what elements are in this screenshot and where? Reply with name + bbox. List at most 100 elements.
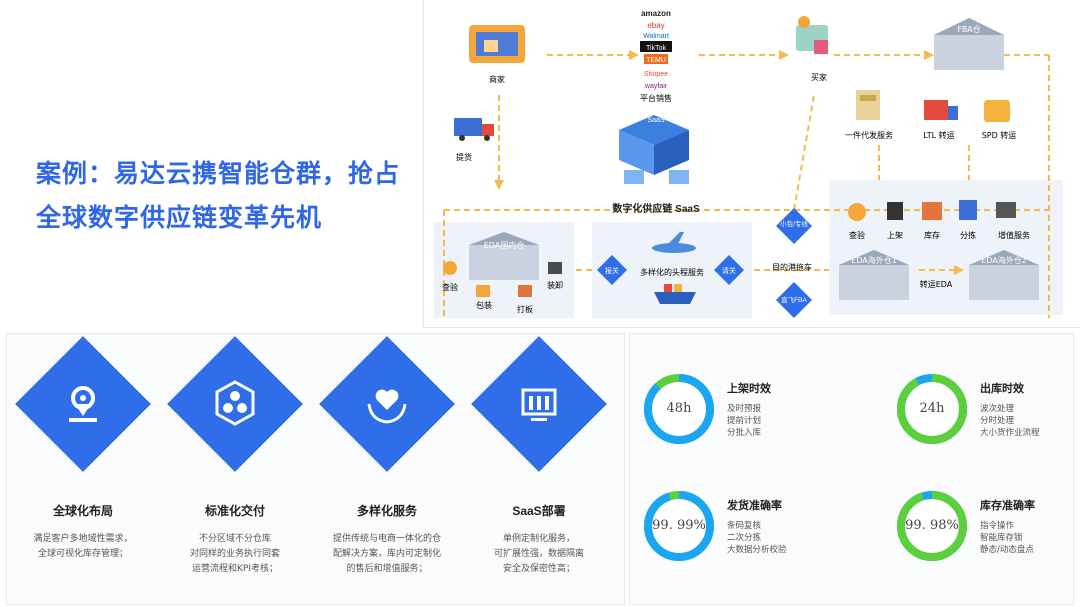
hexagon-cluster-icon — [215, 380, 255, 426]
small-express-label: 小包/专线 — [780, 219, 808, 228]
merchant-label: 商家 — [489, 74, 505, 84]
truck-icon — [454, 118, 494, 141]
buyer-icon — [796, 16, 828, 54]
kpi-line: 条码复核 — [727, 521, 762, 531]
headline-line-2: 全球数字供应链变革先机 — [36, 204, 323, 232]
heart-hand-icon — [367, 389, 407, 424]
transfer-eda-label: 转运EDA — [920, 279, 953, 289]
kpi-line: 大数据分析校验 — [727, 545, 787, 555]
feature-diversified-services: 多样化服务 提供传统与电商一体化的仓 配解决方案，库内可定制化 的售后和增值服务… — [311, 334, 463, 574]
amazon-logo: amazon — [641, 9, 671, 18]
eda-overseas-warehouse-2 — [969, 250, 1039, 300]
inspect-label: 查验 — [442, 282, 458, 292]
kpi-ring — [897, 491, 967, 561]
kpi-line: 静态/动态盘点 — [980, 545, 1034, 555]
kpi-title: 发货准确率 — [727, 500, 782, 512]
kpi-outbound-time: 24h 出库时效 波次处理 分时处理 大小货作业流程 — [895, 372, 1080, 482]
customs-declare-label: 报关 — [605, 266, 619, 275]
label-icon — [518, 285, 532, 297]
merchant-icon — [469, 25, 525, 63]
kpi-line: 智能库存锁 — [980, 533, 1023, 543]
kpi-value: 48h — [666, 401, 692, 416]
dropship-label: 一件代发服务 — [845, 130, 893, 140]
kpi-line: 分时处理 — [980, 416, 1015, 426]
kpi-line: 波次处理 — [980, 404, 1015, 414]
small-express-diamond — [776, 208, 812, 244]
kpi-ring — [644, 491, 714, 561]
eda-overseas-1-label: EDA海外仓1 — [851, 255, 897, 265]
eda-domestic-label: EDA国内仓 — [484, 240, 525, 250]
unload-label: 装卸 — [547, 280, 563, 290]
customs-declare-diamond — [597, 255, 627, 285]
port-truck-label: 目的港拖车 — [772, 262, 812, 272]
kpi-line: 及时预报 — [727, 404, 762, 414]
spd-label: SPD 转运 — [982, 130, 1017, 140]
kpi-line: 分批入库 — [727, 428, 762, 438]
feature-desc: 不分区域不分仓库 对同样的业务执行同套 运营流程和KPI考核； — [189, 534, 280, 574]
customs-clear-diamond — [714, 255, 744, 285]
features-panel: 全球化布局 满足客户多地域性需求， 全球可视化库存管理； 标准化交付 不分区域不… — [6, 333, 625, 605]
arrow-heads — [494, 50, 964, 275]
kpi-ring-progress — [644, 491, 714, 561]
kpi-value: 99. 98% — [905, 518, 959, 533]
feature-desc: 满足客户多地域性需求， 全球可视化库存管理； — [33, 534, 133, 559]
overseas-service-inspect: 查验 — [849, 230, 865, 240]
fba-warehouse-icon — [934, 18, 1004, 70]
fba-label: FBA仓 — [957, 24, 981, 34]
pickup-label: 提货 — [456, 152, 472, 162]
pack-icon — [476, 285, 490, 297]
kpi-ring-progress — [897, 491, 967, 561]
feature-saas-deployment: SaaS部署 单例定制化服务， 可扩展性强，数据隔离 安全及保密性高； — [463, 334, 615, 574]
kpi-line: 大小货作业流程 — [980, 428, 1040, 438]
kpi-title: 出库时效 — [980, 383, 1024, 395]
platform-sales-label: 平台销售 — [640, 93, 672, 103]
inspect-icon — [443, 261, 457, 275]
ebay-logo: ebay — [647, 21, 664, 30]
feature-title: SaaS部署 — [512, 504, 566, 518]
flow-svg: 商家 提货 amazon ebay Walmart TikTok TEMU Sh… — [434, 9, 1063, 318]
kpi-line: 指令操作 — [980, 521, 1015, 531]
kpi-putaway-time: 48h 上架时效 及时预报 提前计划 分批入库 — [642, 372, 862, 482]
feature-desc: 提供传统与电商一体化的仓 配解决方案，库内可定制化 的售后和增值服务； — [332, 534, 441, 574]
feature-title: 全球化布局 — [52, 504, 113, 518]
eda-overseas-warehouse-1 — [839, 250, 909, 300]
kpi-panel: 48h 上架时效 及时预报 提前计划 分批入库 24h 出库时效 波次处理 分时… — [629, 333, 1074, 605]
ltl-truck-icon — [924, 100, 958, 120]
direct-fba-diamond — [776, 282, 812, 318]
ship-icon — [654, 284, 696, 304]
kpi-title: 库存准确率 — [980, 500, 1035, 512]
temu-logo: TEMU — [646, 57, 666, 64]
overseas-service-icons — [848, 200, 1016, 221]
feature-title: 多样化服务 — [356, 504, 417, 518]
feature-desc: 单例定制化服务， 可扩展性强，数据隔离 安全及保密性高； — [493, 534, 584, 574]
kpi-value: 24h — [919, 401, 945, 416]
buyer-label: 买家 — [811, 72, 827, 82]
kpi-line: 提前计划 — [727, 416, 762, 426]
feature-standardized-delivery: 标准化交付 不分区域不分仓库 对同样的业务执行同套 运营流程和KPI考核； — [159, 334, 311, 574]
ltl-label: LTL 转运 — [923, 130, 954, 140]
kpi-value: 99. 99% — [652, 518, 706, 533]
saas-platform-icon — [619, 115, 689, 184]
overseas-service-value-added: 增值服务 — [998, 230, 1030, 240]
dashboard-icon — [521, 388, 557, 421]
eda-overseas-2-label: EDA海外仓2 — [981, 255, 1027, 265]
kpi-title: 上架时效 — [727, 383, 771, 395]
kpi-line: 二次分拣 — [727, 533, 762, 543]
overseas-service-stock: 库存 — [924, 230, 940, 240]
eda-domestic-warehouse — [469, 232, 539, 280]
kpi-ring — [897, 374, 967, 444]
shopee-logo: Shopee — [644, 71, 668, 78]
pack-label: 包装 — [476, 300, 492, 310]
headline: 案例：易达云携智能仓群，抢占 全球数字供应链变革先机 — [36, 152, 416, 240]
kpi-inventory-accuracy: 99. 98% 库存准确率 指令操作 智能库存锁 静态/动态盘点 — [895, 489, 1080, 599]
feature-global-layout: 全球化布局 满足客户多地域性需求， 全球可视化库存管理； — [7, 334, 159, 559]
saas-badge: SaaS — [647, 117, 664, 124]
saas-label: 数字化供应链 SaaS — [612, 202, 700, 215]
flow-arrows — [443, 54, 1050, 318]
tiktok-logo: TikTok — [646, 45, 666, 52]
kpi-ring-progress — [897, 374, 967, 444]
feature-title: 标准化交付 — [204, 504, 265, 518]
walmart-logo: Walmart — [643, 33, 669, 40]
dropship-icon — [856, 90, 880, 120]
location-pin-icon — [69, 386, 97, 422]
